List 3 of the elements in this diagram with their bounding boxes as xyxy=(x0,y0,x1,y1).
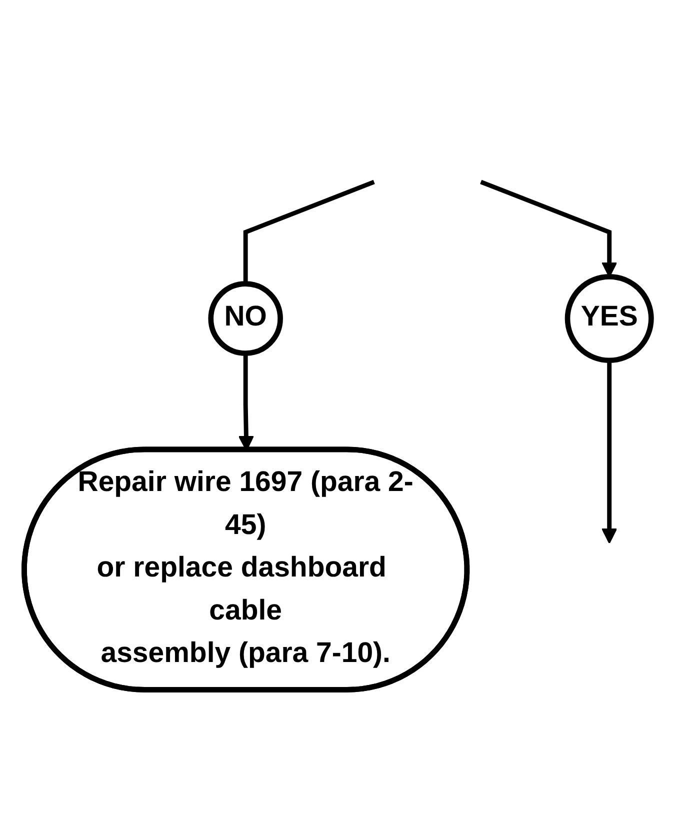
connector xyxy=(243,180,375,284)
node-circle: NO xyxy=(208,281,283,356)
node-circle: YES xyxy=(564,274,654,364)
